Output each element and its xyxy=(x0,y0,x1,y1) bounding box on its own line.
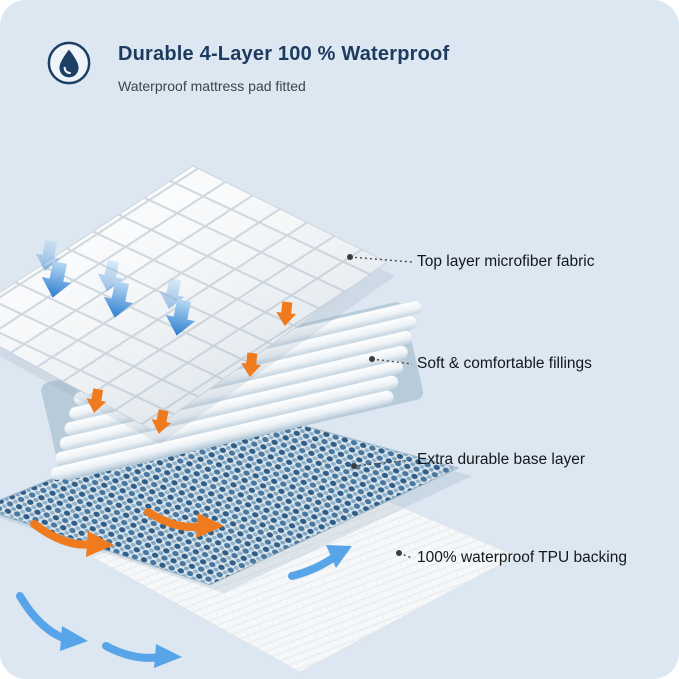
flow-arrows-orange xyxy=(30,301,297,557)
leader-dots xyxy=(347,254,402,556)
top-layer-graphic xyxy=(0,165,388,431)
header-text: Durable 4-Layer 100 % Waterproof Waterpr… xyxy=(118,40,449,95)
water-drop-icon xyxy=(46,40,92,86)
layer-label-fillings: Soft & comfortable fillings xyxy=(417,355,592,372)
page-subtitle: Waterproof mattress pad fitted xyxy=(118,78,306,94)
airflow-arrows-blue xyxy=(16,545,352,668)
leader-lines xyxy=(349,256,413,559)
header: Durable 4-Layer 100 % Waterproof Waterpr… xyxy=(46,40,449,95)
absorb-arrows-blue xyxy=(35,239,196,336)
layer-label-top-fabric: Top layer microfiber fabric xyxy=(417,253,595,270)
layer-label-base-layer: Extra durable base layer xyxy=(417,451,586,468)
layer-label-tpu-backing: 100% waterproof TPU backing xyxy=(417,549,627,566)
page-title: Durable 4-Layer 100 % Waterproof xyxy=(118,43,450,65)
